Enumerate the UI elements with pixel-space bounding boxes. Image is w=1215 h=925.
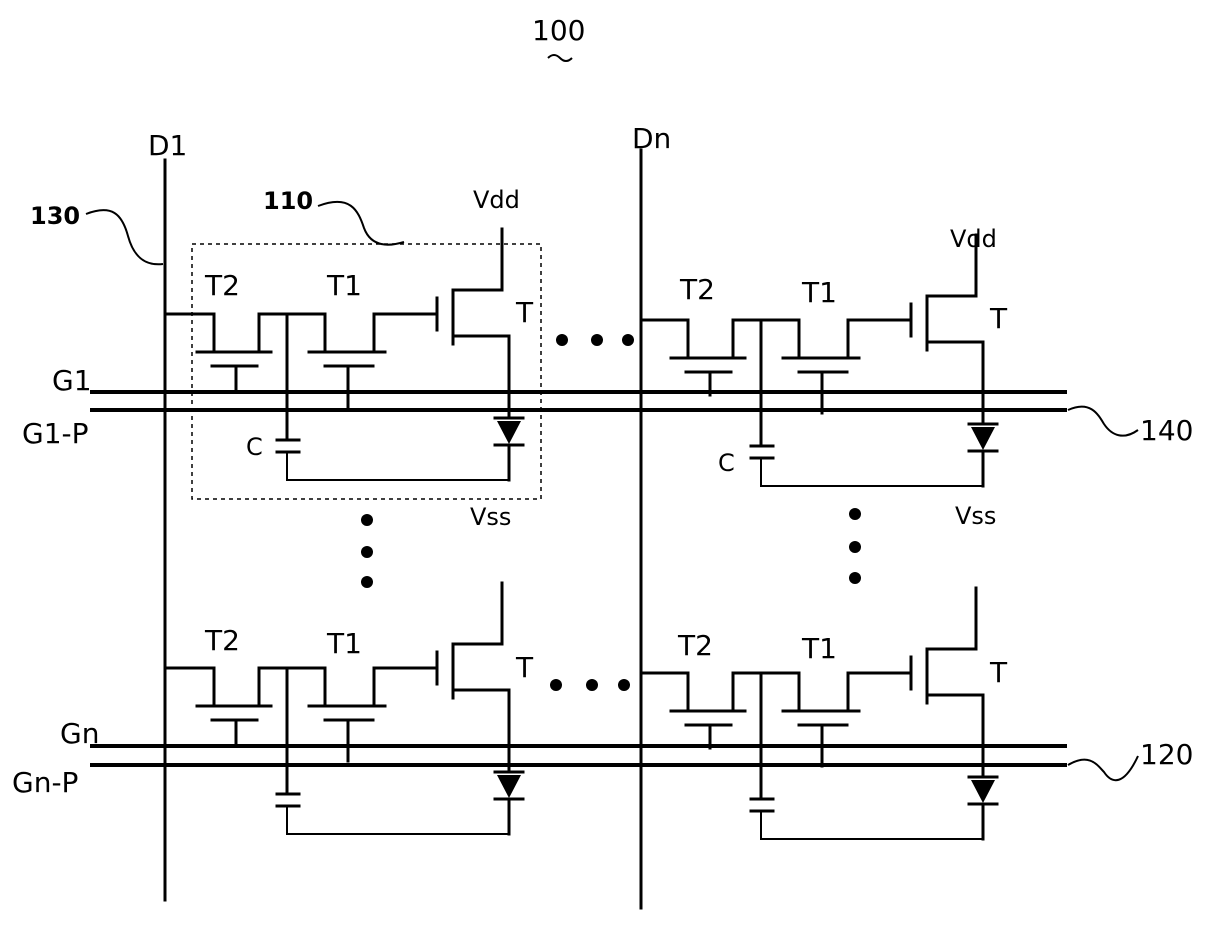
numeral-120: 120: [1140, 738, 1193, 771]
data-line-d1-label: D1: [148, 129, 187, 162]
ellipsis-horizontal-row1: [556, 334, 634, 346]
pixel-cell-r1-c1: [167, 229, 523, 480]
numeral-140: 140: [1140, 414, 1193, 447]
numeral-110: 110: [263, 187, 313, 215]
label-vdd-r1-cn: Vdd: [950, 225, 997, 253]
label-vdd-r1-c1: Vdd: [473, 186, 520, 214]
label-t-rn-c1: T: [515, 651, 534, 684]
numeral-110-leader: [318, 202, 404, 245]
label-vss-r1-cn: Vss: [955, 502, 996, 530]
label-t1-r1-cn: T1: [801, 276, 837, 309]
label-t2-r1-cn: T2: [679, 273, 715, 306]
figure-number-tilde: [548, 55, 572, 61]
numeral-120-leader: [1068, 756, 1138, 780]
label-t2-rn-c1: T2: [204, 624, 240, 657]
label-t1-r1-c1: T1: [326, 269, 362, 302]
label-t1-rn-cn: T1: [801, 632, 837, 665]
figure-number: 100: [532, 14, 585, 47]
pixel-cell-rn-c1: [167, 583, 523, 834]
label-vss-r1-c1: Vss: [470, 503, 511, 531]
ellipsis-vertical-coln: [849, 508, 861, 584]
label-c-r1-c1: C: [246, 433, 263, 461]
label-t-r1-c1: T: [515, 296, 534, 329]
numeral-130-leader: [86, 210, 163, 264]
label-c-r1-cn: C: [718, 449, 735, 477]
label-t2-rn-cn: T2: [677, 629, 713, 662]
scan-line-g1-label: G1: [52, 364, 92, 397]
scan-line-g1-p-label: G1-P: [22, 417, 89, 450]
scan-line-gn-label: Gn: [60, 717, 99, 750]
pixel-cell-rn-cn: [641, 588, 997, 839]
scan-line-gn-p-label: Gn-P: [12, 766, 78, 799]
ellipsis-vertical-col1: [361, 514, 373, 588]
numeral-140-leader: [1068, 407, 1138, 436]
label-t1-rn-c1: T1: [326, 627, 362, 660]
pixel-circuit-boundary: [192, 244, 541, 499]
label-t-r1-cn: T: [989, 302, 1008, 335]
data-line-dn-label: Dn: [632, 122, 671, 155]
ellipsis-horizontal-rown: [550, 679, 630, 691]
label-t-rn-cn: T: [989, 656, 1008, 689]
numeral-130: 130: [30, 202, 80, 230]
label-t2-r1-c1: T2: [204, 269, 240, 302]
